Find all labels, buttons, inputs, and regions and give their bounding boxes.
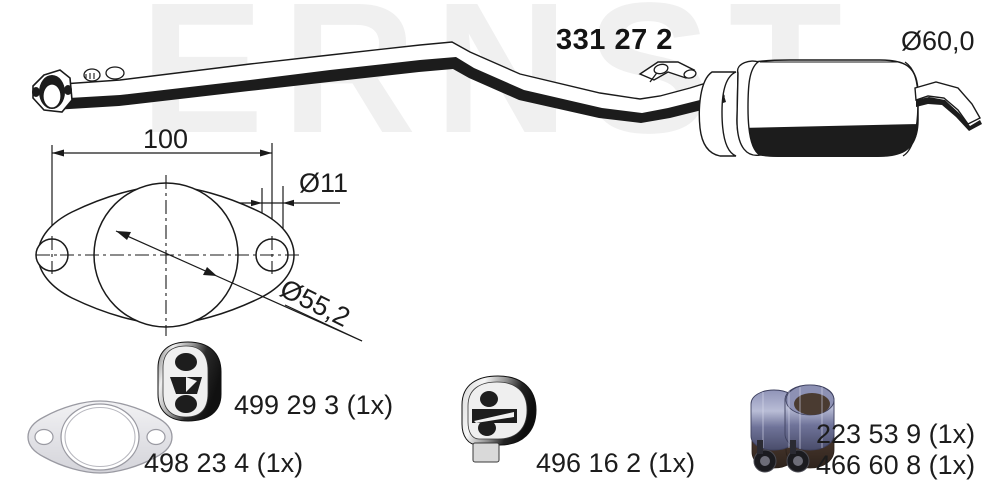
accessory-label-466-60-8: 466 60 8 (1x) bbox=[816, 450, 976, 480]
bolt-hole-diameter-label: Ø11 bbox=[299, 168, 349, 198]
main-part-number: 331 27 2 bbox=[556, 24, 673, 56]
rubber-hanger-icon bbox=[157, 341, 222, 422]
outlet-diameter-label: Ø60,0 bbox=[901, 26, 975, 56]
flange-outline bbox=[35, 182, 295, 328]
bolt-spacing-label: 100 bbox=[143, 124, 189, 154]
accessory-label-499-29-3: 499 29 3 (1x) bbox=[234, 390, 394, 420]
accessory-label-496-16-2: 496 16 2 (1x) bbox=[536, 448, 696, 478]
accessory-label-223-53-9: 223 53 9 (1x) bbox=[816, 419, 976, 449]
rubber-mount-icon bbox=[461, 375, 537, 463]
flange-centre-lines bbox=[36, 175, 300, 336]
accessory-label-498-23-4: 498 23 4 (1x) bbox=[144, 448, 304, 478]
bore-diameter-label: Ø55,2 bbox=[275, 273, 355, 333]
